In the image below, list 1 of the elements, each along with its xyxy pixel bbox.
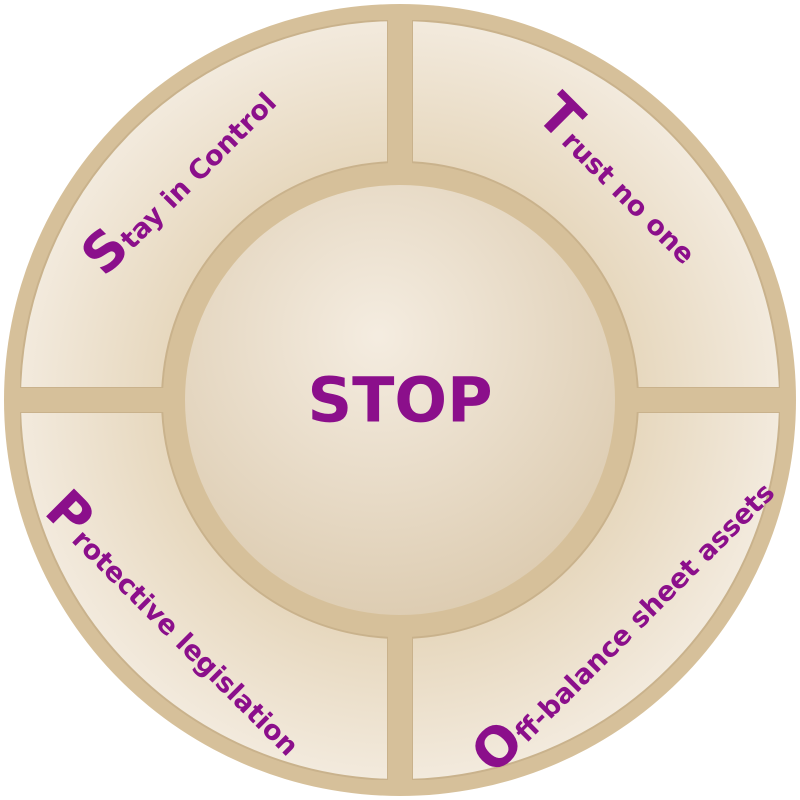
center-label: STOP: [307, 364, 493, 436]
